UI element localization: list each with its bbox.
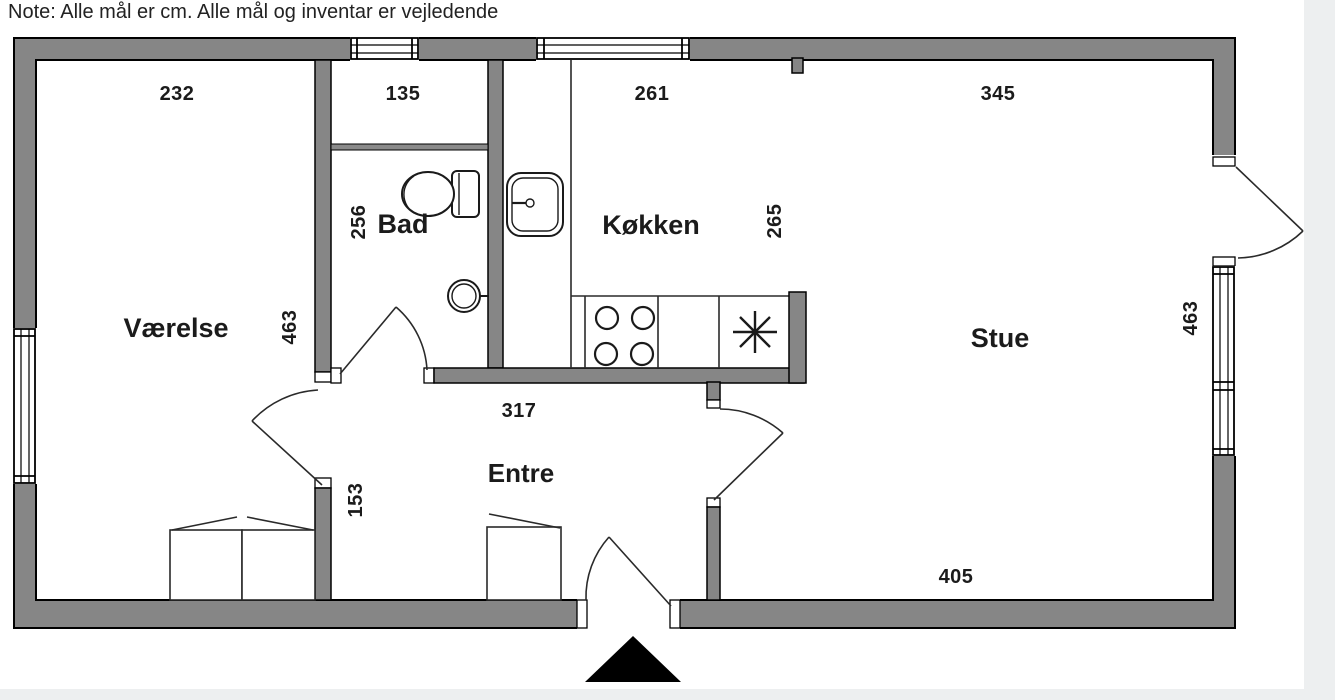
page-bottom-margin bbox=[0, 689, 1335, 700]
room-label-vaerelse: Værelse bbox=[123, 313, 228, 343]
note-text: Note: Alle mål er cm. Alle mål og invent… bbox=[8, 1, 498, 23]
wall-entre-stue-lower bbox=[706, 506, 721, 601]
front-door-arc bbox=[585, 536, 610, 601]
stove-icon bbox=[593, 305, 656, 367]
dim-entre-south: 405 bbox=[939, 566, 974, 588]
dim-koekken-height: 265 bbox=[764, 204, 786, 239]
terrace-door-arc bbox=[1237, 230, 1304, 259]
bad-door-jamb-right bbox=[423, 367, 435, 384]
wall-vaerelse-divider-lower bbox=[314, 487, 332, 601]
dim-vaerelse-width: 232 bbox=[160, 83, 195, 105]
dim-bad-width: 135 bbox=[386, 83, 421, 105]
room-label-stue: Stue bbox=[971, 323, 1030, 353]
fridge-asterisk-icon bbox=[733, 311, 777, 353]
bad-door-jamb-left bbox=[330, 367, 342, 384]
bathroom-sink-icon bbox=[447, 279, 489, 313]
wall-stub-kitchen-stue bbox=[791, 57, 804, 74]
dim-vaerelse-height: 463 bbox=[279, 310, 301, 345]
front-door-leaf bbox=[608, 536, 672, 607]
vaerelse-door bbox=[251, 389, 323, 486]
toilet-icon bbox=[401, 170, 480, 218]
room-label-bad: Bad bbox=[377, 209, 428, 239]
entre-closet bbox=[486, 513, 562, 601]
entrance-arrow-icon bbox=[585, 636, 681, 682]
stue-door-jamb-bottom bbox=[706, 497, 721, 508]
wall-bad-kitchen-divider bbox=[487, 59, 504, 369]
dim-stue-height: 463 bbox=[1180, 301, 1202, 336]
bad-partition-line bbox=[330, 143, 489, 151]
stue-door-jamb-top bbox=[706, 399, 721, 409]
dim-bad-height: 256 bbox=[348, 205, 370, 240]
stue-door bbox=[713, 408, 784, 501]
terrace-door bbox=[1212, 155, 1304, 268]
dim-koekken-width: 261 bbox=[635, 83, 670, 105]
room-label-koekken: Køkken bbox=[602, 210, 700, 240]
wall-kitchen-entre bbox=[433, 367, 805, 384]
vaerelse-door-jamb-top bbox=[314, 371, 332, 383]
vaerelse-wardrobe bbox=[169, 516, 316, 601]
vaerelse-door-jamb-bottom bbox=[314, 477, 332, 489]
window-top-bad bbox=[350, 37, 419, 61]
room-label-entre: Entre bbox=[488, 458, 554, 488]
window-top-kitchen bbox=[536, 37, 690, 61]
counter-end-cap bbox=[788, 291, 807, 384]
wall-entre-stue-stub bbox=[706, 381, 721, 401]
front-door bbox=[576, 536, 681, 630]
kitchen-sink-icon bbox=[506, 172, 564, 237]
dim-stue-width: 345 bbox=[981, 83, 1016, 105]
terrace-door-leaf bbox=[1235, 166, 1304, 232]
dim-entre-wall: 153 bbox=[345, 483, 367, 518]
window-right-stue bbox=[1212, 266, 1236, 456]
dim-entre-width: 317 bbox=[502, 400, 537, 422]
bad-door bbox=[339, 306, 428, 375]
wall-vaerelse-divider-upper bbox=[314, 59, 332, 373]
kitchen-counter bbox=[570, 60, 807, 384]
page-right-margin bbox=[1304, 0, 1335, 700]
window-left-vaerelse bbox=[13, 328, 37, 484]
